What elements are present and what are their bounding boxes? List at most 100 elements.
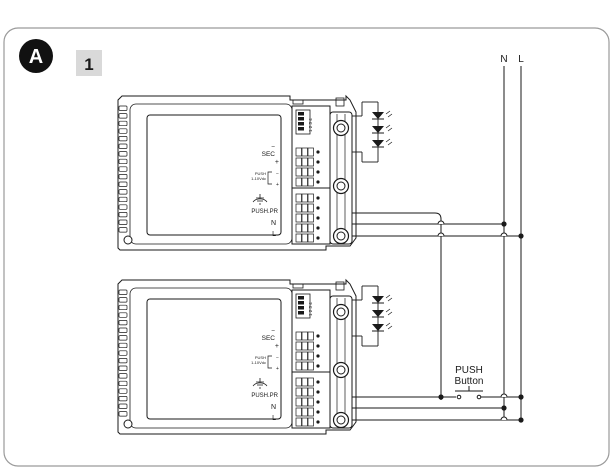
terminal-slot [301,331,308,341]
dip-numbers: 1 2 3 4 [308,302,313,316]
label-panel [146,298,282,420]
mains-neutral-label: N [500,54,507,65]
terminal-slot [307,417,314,427]
sec-label: SEC [262,151,276,158]
clamp-screw [332,303,350,321]
push-pr-label: PUSH.PR [251,393,278,399]
clamp-screw [332,177,350,195]
led-light-icon [385,110,393,118]
push-input-range-label: 1-10Vdc [251,176,266,181]
terminal-screw [316,170,320,174]
push-input-range-label: 1-10Vdc [251,360,266,365]
terminal-slot [307,397,314,407]
earth-icon [256,194,264,205]
cooling-fin [118,380,128,387]
junction-dot [438,394,444,400]
terminal-slot [301,397,308,407]
terminal-slot [295,351,302,361]
cooling-fin [118,166,128,172]
dip-lever [298,112,304,116]
terminal-slot [295,397,302,407]
terminal-screw [316,150,320,154]
led-light-icon [385,294,393,302]
dip-lever [298,311,304,315]
terminal-screw [316,206,320,210]
cooling-fin [118,120,128,127]
terminal-slot [307,167,314,177]
cooling-fin [118,128,128,134]
led-icon [372,112,384,119]
cooling-fin [118,320,128,326]
cooling-fin [118,403,128,409]
cooling-fin [118,227,128,233]
wire-crossover [500,416,508,421]
neutral-input-label: N [271,220,276,227]
terminal-slot [307,177,314,187]
dip-switch [295,293,311,319]
wire-crossover [500,232,508,237]
terminal-slot [307,351,314,361]
terminal-screw [316,180,320,184]
led-icon [372,140,384,147]
cooling-fin [118,350,128,356]
terminal-slot [295,377,302,387]
clamp-screw [332,119,350,137]
neutral-input-label: N [271,404,276,411]
cooling-fin [118,365,128,371]
cooling-fin [118,143,128,149]
terminal-slot [307,213,314,223]
cooling-fin [118,312,128,318]
terminal-slot [307,157,314,167]
terminal-screw [316,400,320,404]
terminal-slot [301,223,308,233]
dip-lever [298,306,304,310]
terminal-slot [301,387,308,397]
clamp-screw [332,361,350,379]
led-light-icon [385,322,393,330]
cooling-fin [118,304,128,311]
terminal-slot [307,331,314,341]
mains-line-label: L [518,54,524,65]
led-icon [372,126,384,133]
terminal-slot [307,341,314,351]
terminal-slot [295,387,302,397]
terminal-slot [307,147,314,157]
top-tab [292,283,304,289]
terminal-slot [295,417,302,427]
led-icon [372,324,384,331]
cooling-fin [118,297,128,303]
terminal-screw [316,354,320,358]
cooling-fin [118,136,128,142]
cooling-fin [118,219,128,225]
terminal-slot [295,223,302,233]
terminal-slot [295,203,302,213]
terminal-screw [316,364,320,368]
clamp-screw-inner [336,415,346,425]
cooling-fin [118,113,128,119]
top-tab [292,99,304,105]
terminal-screw [316,390,320,394]
dip-lever [298,296,304,300]
cooling-fin [118,151,128,157]
cooling-fin [118,342,128,349]
junction-dot [518,417,524,423]
cooling-fin [118,327,128,333]
dip-lever [298,127,304,131]
cooling-fin [118,204,128,210]
top-tab [335,97,345,107]
clamp-screw-inner [336,181,346,191]
terminal-screw [316,236,320,240]
terminal-screw [316,334,320,338]
cooling-fin [118,388,128,394]
terminal-slot [295,157,302,167]
push-button-label-1: PUSH [455,365,483,376]
wire-crossover [437,220,445,225]
top-tab [335,281,345,291]
push-input-bracket [267,355,272,369]
dip-switch [295,109,311,135]
sec-minus-label: − [271,328,275,335]
terminal-screw [316,380,320,384]
clamp-screw-inner [336,365,346,375]
terminal-slot [307,233,314,243]
